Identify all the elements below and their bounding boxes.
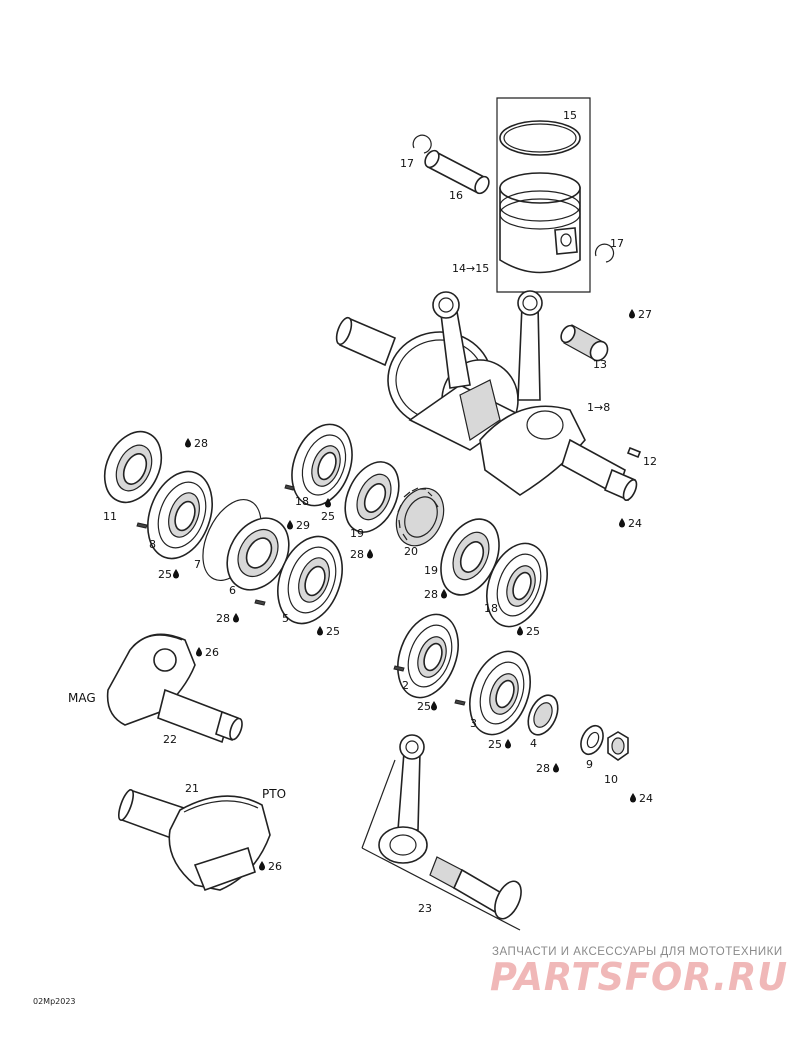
callout-25-b: 25: [326, 625, 340, 638]
callout-22: 22: [163, 733, 177, 746]
ball-bearing-18-upper: [291, 423, 353, 507]
piston-pin: [424, 149, 490, 195]
ball-bearing-5: [277, 535, 343, 625]
callout-20: 20: [404, 545, 418, 558]
oil-seal-19-lower: [440, 518, 500, 596]
callout-25-f: 25: [488, 738, 502, 751]
callout-16: 16: [449, 189, 463, 202]
callout-5: 5: [282, 612, 289, 625]
callout-13: 13: [593, 358, 607, 371]
callout-9: 9: [586, 758, 593, 771]
piston: [499, 172, 581, 274]
callout-4: 4: [530, 737, 537, 750]
callout-3: 3: [470, 717, 477, 730]
oil-seal-11: [103, 430, 163, 504]
piston-kit-group: [412, 97, 615, 293]
needle-bearing-small-end: [560, 324, 609, 362]
callout-18-lower: 18: [484, 602, 498, 615]
connecting-rod-23: [361, 734, 522, 931]
ball-bearing-8: [147, 470, 213, 560]
crankshaft-half-mag: [106, 633, 243, 744]
distributor-gear-20: [395, 487, 445, 547]
oil-seal-6: [226, 517, 290, 591]
callout-11: 11: [103, 510, 117, 523]
callout-28-d: 28: [424, 588, 438, 601]
callout-29: 29: [296, 519, 310, 532]
oil-seal-4: [527, 694, 559, 736]
callout-24-upper: 24: [628, 517, 642, 530]
callout-18-upper: 18: [295, 495, 309, 508]
woodruff-key: [626, 446, 642, 459]
ball-bearing-2: [397, 613, 459, 699]
callout-2: 2: [402, 679, 409, 692]
circlip-left: [412, 134, 432, 154]
crankshaft-half-pto: [117, 788, 271, 892]
drawing-code: 02Mp2023: [33, 997, 76, 1006]
callout-14-15: 14→15: [452, 262, 489, 275]
washer-9: [580, 724, 604, 756]
crankshaft-assembly: [335, 290, 642, 502]
callout-28-upper: 28: [194, 437, 208, 450]
watermark-logo: PARTSFOR.RU: [490, 955, 788, 999]
ball-bearing-3: [469, 650, 531, 736]
callout-15: 15: [563, 109, 577, 122]
callout-21: 21: [185, 782, 199, 795]
callout-8: 8: [149, 538, 156, 551]
callout-7: 7: [194, 558, 201, 571]
callout-19-upper: 19: [350, 527, 364, 540]
callout-23: 23: [418, 902, 432, 915]
callout-17a: 17: [400, 157, 414, 170]
circlip-right: [594, 243, 615, 263]
piston-ring: [499, 120, 581, 156]
callout-25-c: 25: [321, 510, 335, 523]
label-pto: PTO: [262, 787, 286, 801]
label-mag: MAG: [68, 691, 96, 705]
callout-26-pto: 26: [268, 860, 282, 873]
watermark-tagline: ЗАПЧАСТИ И АКСЕССУАРЫ ДЛЯ МОТОТЕХНИКИ: [492, 946, 783, 958]
callout-25-e: 25: [417, 700, 431, 713]
callout-6: 6: [229, 584, 236, 597]
callout-19-lower: 19: [424, 564, 438, 577]
callout-1-8: 1→8: [587, 401, 610, 414]
callout-27: 27: [638, 308, 652, 321]
ball-bearing-18-lower: [486, 542, 548, 628]
callout-26-mag: 26: [205, 646, 219, 659]
callout-28-c: 28: [350, 548, 364, 561]
nut-10: [607, 731, 629, 761]
callout-28-e: 28: [536, 762, 550, 775]
callout-25-d: 25: [526, 625, 540, 638]
callout-12: 12: [643, 455, 657, 468]
oil-seal-19-upper: [344, 461, 400, 533]
callout-17b: 17: [610, 237, 624, 250]
callout-24-lower: 24: [639, 792, 653, 805]
callout-28-b: 28: [216, 612, 230, 625]
callout-10: 10: [604, 773, 618, 786]
callout-25-a: 25: [158, 568, 172, 581]
